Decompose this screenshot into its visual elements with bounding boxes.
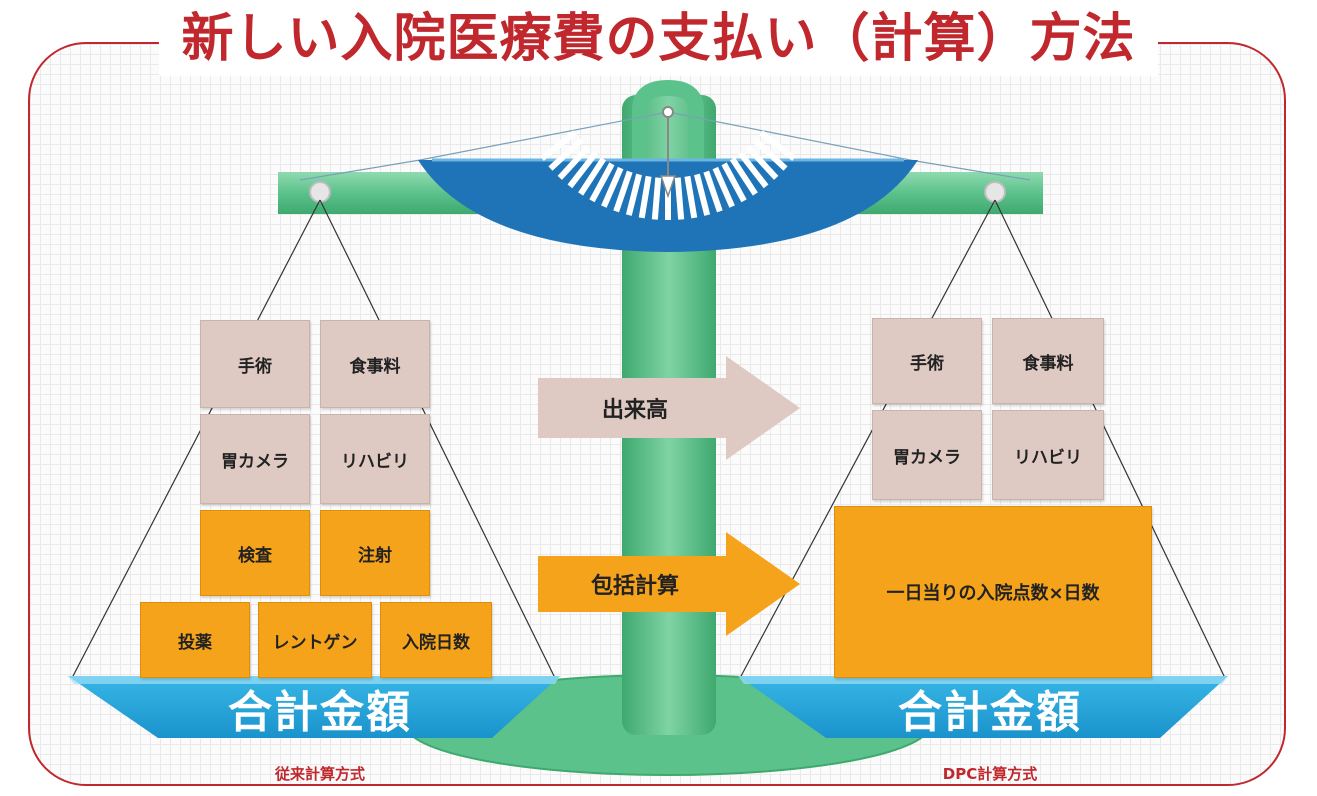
dial-tick <box>567 151 599 189</box>
right-pan <box>738 676 1228 738</box>
dial-tick <box>651 177 662 220</box>
arrow-bundled <box>538 532 800 636</box>
page-title: 新しい入院医療費の支払い（計算）方法 <box>159 2 1158 76</box>
left-item-rehab: リハビリ <box>320 414 430 504</box>
left-total-amount: 合計金額 <box>228 687 412 738</box>
dial-tick <box>601 166 624 208</box>
dial-tick <box>684 175 698 219</box>
left-item-meals: 食事料 <box>320 320 430 408</box>
dial-tick <box>638 175 652 219</box>
right-hanger-knob <box>984 181 1006 203</box>
right-item-bundled-daily-points: 一日当りの入院点数×日数 <box>834 506 1152 678</box>
pivot-ring <box>632 79 704 180</box>
dial-tick <box>557 144 591 180</box>
dial-tick <box>703 170 723 213</box>
dial-tick <box>721 162 747 203</box>
dial-tick <box>589 162 615 203</box>
left-item-surgery: 手術 <box>200 320 310 408</box>
left-pan <box>68 676 560 738</box>
arrow-label-bundled: 包括計算 <box>590 574 679 599</box>
dial-tick <box>674 177 685 220</box>
left-item-xray: レントゲン <box>258 602 372 678</box>
left-item-hospital-days: 入院日数 <box>380 602 492 678</box>
left-item-gastroscope: 胃カメラ <box>200 414 310 504</box>
dial-tick <box>729 157 758 196</box>
dial-tick <box>759 130 796 161</box>
left-item-examination: 検査 <box>200 510 310 596</box>
left-method-label: 従来計算方式 <box>274 764 365 783</box>
left-item-injection: 注射 <box>320 510 430 596</box>
dial-tick <box>752 137 788 171</box>
right-total-amount: 合計金額 <box>898 687 1082 738</box>
right-item-meals: 食事料 <box>992 318 1104 404</box>
dial-tick <box>540 130 577 161</box>
dial-tick <box>578 157 607 196</box>
dial-tick <box>548 137 584 171</box>
dial-tick <box>737 151 769 189</box>
right-item-rehab: リハビリ <box>992 410 1104 500</box>
arrow-pay-per-service <box>538 356 800 460</box>
right-method-label: DPC計算方式 <box>942 764 1038 783</box>
title-bar: 新しい入院医療費の支払い（計算）方法 <box>0 0 1317 80</box>
dial-ticks <box>540 130 796 220</box>
right-item-surgery: 手術 <box>872 318 982 404</box>
dial-tick <box>613 170 633 213</box>
left-hanger-knob <box>309 181 331 203</box>
right-item-gastroscope: 胃カメラ <box>872 410 982 500</box>
arrow-label-pay-per-service: 出来高 <box>601 398 668 423</box>
dial-tick <box>625 173 642 216</box>
dial-tick <box>745 144 779 180</box>
dial-tick <box>694 173 711 216</box>
dial-tick <box>712 166 735 208</box>
left-item-medication: 投薬 <box>140 602 250 678</box>
